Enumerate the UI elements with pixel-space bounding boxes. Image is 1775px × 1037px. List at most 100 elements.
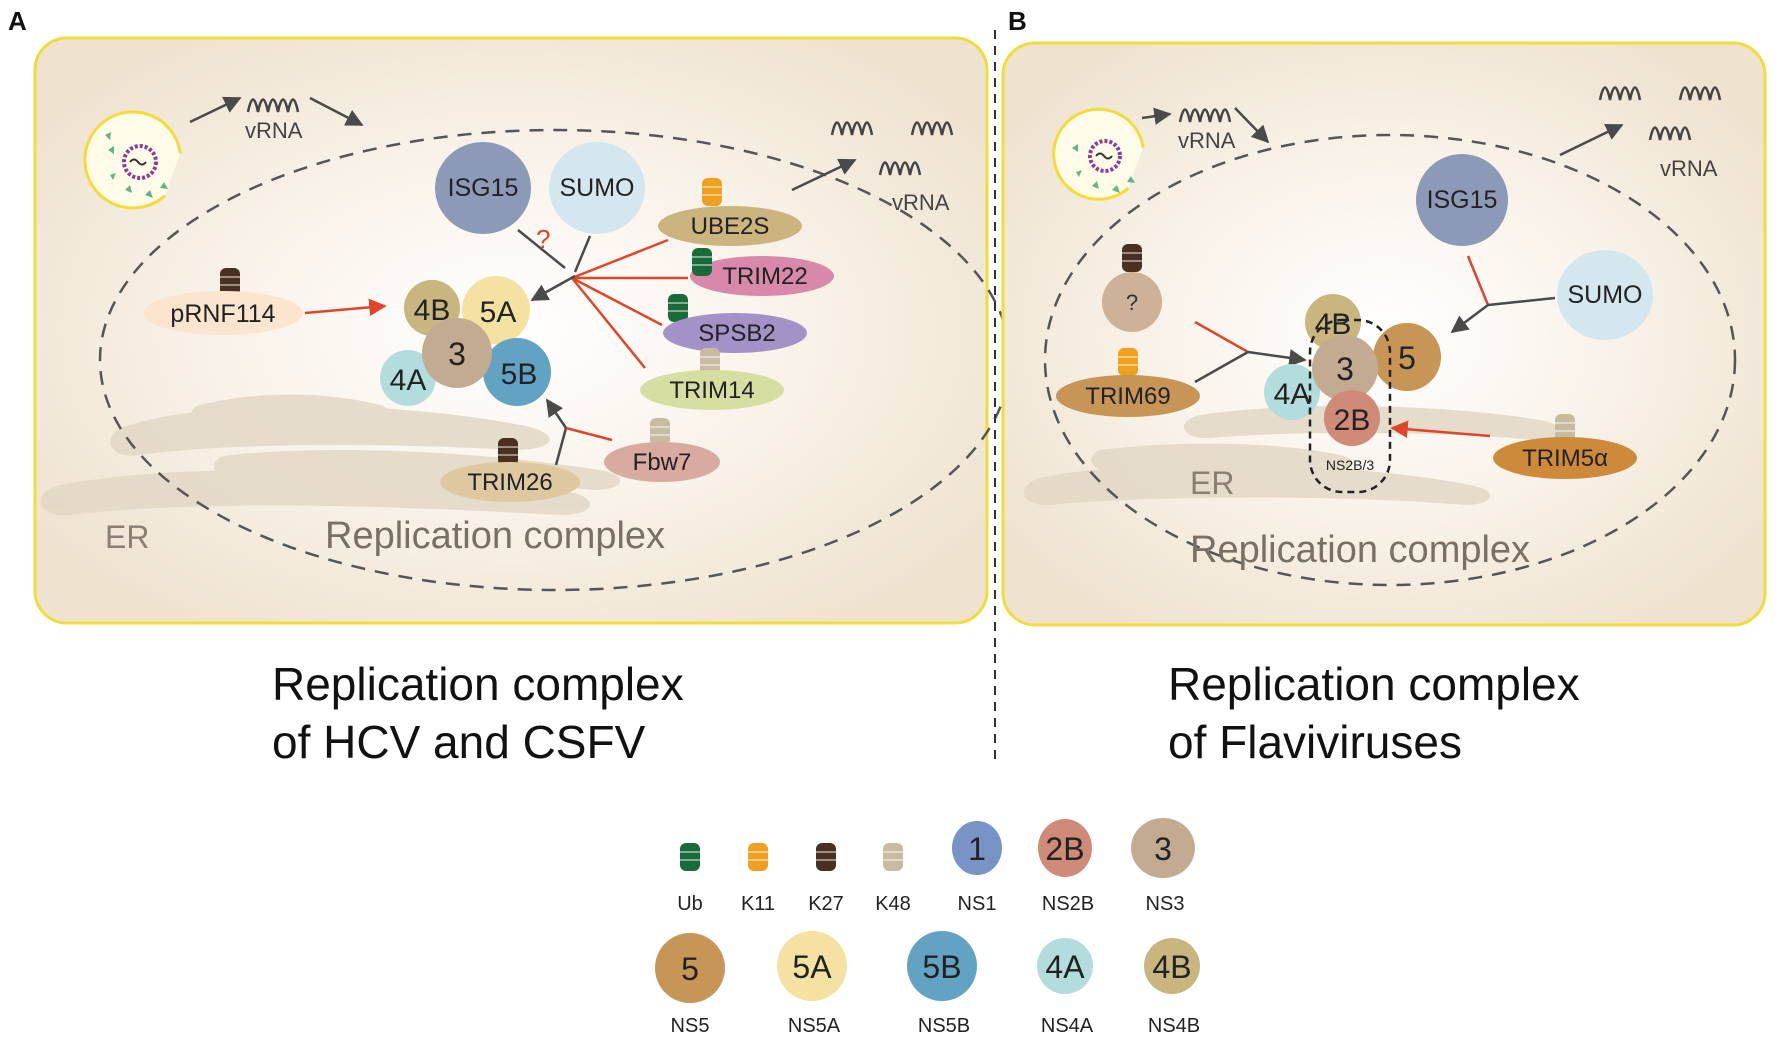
panel-a-arrow-to-ns5b [545, 398, 568, 429]
panel-a-trim22-node [690, 256, 834, 296]
panel-a-arrow-prnf114 [304, 298, 387, 317]
legend-ns4a-glyph: 4A [1045, 949, 1085, 985]
legend-ns5b-item: 5B NS5B [907, 931, 977, 1037]
panel-b-unknown-line [1194, 320, 1249, 354]
panel-b-caption-line2: of Flaviviruses [1168, 716, 1462, 768]
panel-a-fbw7-label: Fbw7 [633, 449, 692, 476]
legend-k27-item: K27 [808, 842, 844, 915]
panel-a-ns5b-node [483, 338, 551, 406]
panel-b-unknown-label: ? [1126, 290, 1138, 315]
panel-b-trim69-label: TRIM69 [1085, 383, 1170, 410]
panel-b-ns2b-node [1324, 390, 1380, 446]
panel-b-ns5-label: 5 [1398, 340, 1416, 376]
legend-k27-label: K27 [808, 893, 844, 915]
panel-a-spsb2-ub-chain-icon [667, 293, 689, 323]
panel-a-ns4a-label: 4A [390, 364, 427, 397]
panel-a-prnf114-label: pRNF114 [170, 300, 275, 328]
panel-b-ns2b3-label: NS2B/3 [1326, 457, 1374, 473]
panel-a-arrow-virus-vrna [189, 96, 242, 124]
panel-a: A vRNA [8, 6, 1012, 768]
panel-b-ns4a-node [1264, 364, 1320, 420]
legend-ns3-item: 3 NS3 [1131, 818, 1195, 915]
panel-b-caption-line1: Replication complex [1168, 658, 1580, 710]
legend-k11-item: K11 [741, 842, 775, 915]
panel-a-trim26-node [440, 462, 580, 502]
legend-ns3-label: NS3 [1146, 893, 1185, 915]
panel-a-ns4a-node [380, 350, 436, 406]
panel-a-isg15-line [517, 229, 566, 269]
legend-ns1-glyph: 1 [968, 831, 986, 867]
legend-k48-item: K48 [875, 842, 911, 915]
panel-a-isg15-label: ISG15 [448, 174, 519, 202]
legend-ns3-icon [1131, 818, 1195, 878]
legend-ns5a-label: NS5A [788, 1015, 841, 1037]
legend: Ub K11 K27 K48 1 NS1 2B NS2B 3 NS3 [655, 818, 1200, 1037]
legend-ns5a-glyph: 5A [792, 949, 832, 985]
panel-b-sumo-line [1487, 296, 1556, 307]
panel-a-fbw7-line [565, 426, 613, 442]
legend-ns4a-item: 4A NS4A [1037, 938, 1094, 1037]
panel-a-arrow-vrna-nucleus [309, 96, 364, 127]
panel-a-trim26-k27-chain-icon [497, 437, 519, 467]
panel-b-arrow-vrna-out [1559, 123, 1624, 157]
legend-ns4a-label: NS4A [1041, 1015, 1094, 1037]
legend-k48-label: K48 [875, 893, 911, 915]
panel-b-vrna-out-icon [1598, 86, 1722, 141]
legend-ns2b-item: 2B NS2B [1038, 819, 1094, 915]
panel-a-question-mark: ? [536, 224, 550, 254]
panel-b-virus-endosome-icon [1052, 107, 1145, 201]
panel-b-replication-boundary [1043, 133, 1737, 587]
panel-a-vrna-in-icon [246, 98, 300, 113]
legend-ns5-label: NS5 [671, 1015, 710, 1037]
panel-b-sumo-node [1557, 250, 1653, 340]
panel-a-isg15-node [435, 142, 531, 234]
panel-a-trim14-label: TRIM14 [669, 377, 754, 404]
panel-a-prnf114-node [143, 291, 303, 335]
panel-b: B vRNA vRNA ISG15 [1001, 6, 1767, 768]
panel-b-vrna-in-icon [1178, 108, 1232, 123]
panel-b-vrna-in-label: vRNA [1178, 128, 1236, 153]
legend-ns5a-icon [777, 931, 847, 1001]
panel-a-ns5a-label: 5A [480, 296, 517, 329]
panel-a-inhibition-lines [571, 238, 688, 369]
legend-ns4b-label: NS4B [1148, 1015, 1200, 1037]
legend-ns5a-item: 5A NS5A [777, 931, 847, 1037]
panel-b-unknown-node [1102, 272, 1162, 332]
panel-b-ns2b3-boundary [1308, 318, 1392, 494]
panel-b-trim69-k11-chain-icon [1117, 347, 1139, 377]
panel-a-arrow-vrna-out [791, 158, 857, 192]
legend-ns1-icon [952, 821, 1002, 875]
panel-b-trim69-node [1056, 375, 1200, 417]
legend-ub-icon [679, 842, 701, 872]
panel-a-vrna-out-icon [830, 121, 954, 176]
panel-a-caption-line2: of HCV and CSFV [272, 716, 646, 768]
panel-b-ns3-label: 3 [1336, 351, 1354, 387]
legend-k48-icon [882, 842, 904, 872]
legend-ns5b-icon [907, 931, 977, 1001]
panel-b-arrow-trim5a [1390, 420, 1491, 439]
panel-a-sumo-label: SUMO [560, 174, 635, 202]
panel-b-sumo-label: SUMO [1568, 281, 1643, 309]
panel-b-isg15-node [1416, 154, 1508, 246]
panel-a-ns3-label: 3 [448, 336, 466, 372]
panel-a-fbw7-k48-chain-icon [649, 417, 671, 447]
panel-b-arrow-vrna-nucleus [1234, 107, 1270, 144]
panel-a-letter: A [8, 6, 27, 36]
panel-b-trim69-line [1194, 350, 1249, 384]
panel-a-replication-complex-label: Replication complex [325, 515, 665, 557]
legend-ns5b-glyph: 5B [922, 949, 961, 985]
panel-a-virus-endosome-icon [83, 110, 182, 210]
panel-b-arrow-to-ns3 [1247, 349, 1307, 367]
panel-b-unknown-k27-chain-icon [1121, 243, 1143, 273]
panel-a-vrna-out-label: vRNA [892, 190, 950, 215]
legend-ns5-glyph: 5 [681, 951, 699, 987]
panel-b-isg15-label: ISG15 [1427, 186, 1498, 214]
legend-ns4b-icon [1144, 938, 1200, 994]
panel-a-trim22-ub-chain-icon [691, 247, 713, 277]
legend-ns1-label: NS1 [958, 893, 997, 915]
legend-ub-item: Ub [677, 842, 703, 915]
panel-b-vrna-out-label: vRNA [1660, 156, 1718, 181]
panel-a-sumo-line [573, 235, 592, 273]
panel-a-trim26-line [554, 427, 568, 466]
